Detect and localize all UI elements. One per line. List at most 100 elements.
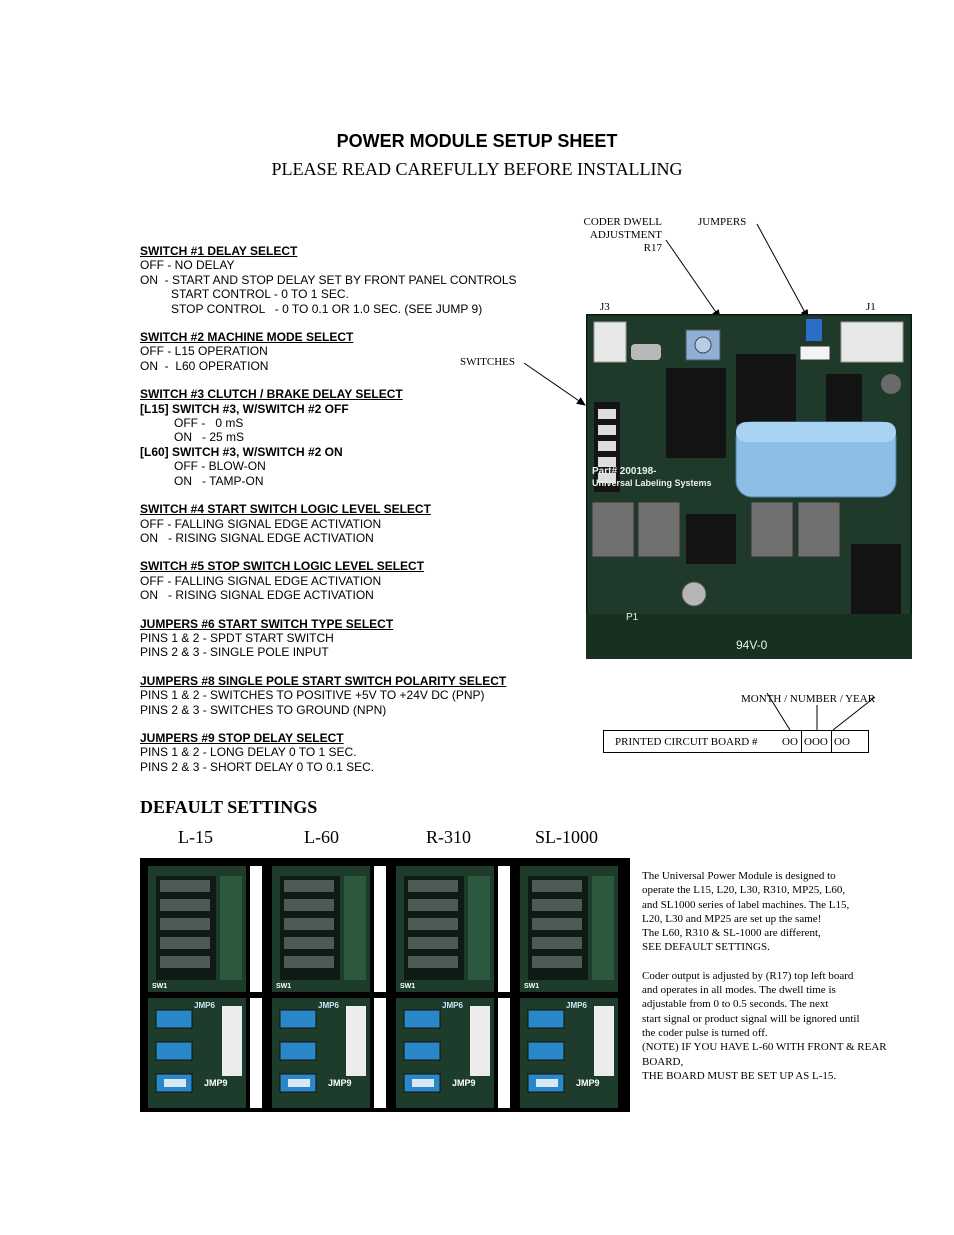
description-paragraph-1: The Universal Power Module is designed t… [642, 869, 932, 955]
jmp9-label: JMP9 [576, 1078, 600, 1088]
page-title: POWER MODULE SETUP SHEET [336, 131, 618, 151]
label-line: ADJUSTMENT [589, 229, 662, 241]
pcb-divider [831, 731, 832, 752]
jumpers-arrow [756, 223, 809, 319]
text-line: and operates in all modes. The dwell tim… [642, 984, 836, 997]
setting-line: OFF - 0 mS [174, 416, 244, 431]
coder-dwell-label: CODER DWELL ADJUSTMENT R17 [560, 216, 662, 255]
silk-company: Universal Labeling Systems [592, 478, 712, 488]
section-heading: JUMPERS #8 SINGLE POLE START SWITCH POLA… [140, 673, 507, 688]
section-heading: JUMPERS #9 STOP DELAY SELECT [140, 730, 344, 745]
switches-arrow [523, 362, 586, 406]
setting-line: PINS 2 & 3 - SINGLE POLE INPUT [140, 645, 329, 660]
page-subtitle: PLEASE READ CAREFULLY BEFORE INSTALLING [271, 159, 683, 179]
coder-arrow [665, 239, 721, 319]
setting-line: OFF - FALLING SIGNAL EDGE ACTIVATION [140, 573, 382, 588]
setting-line: PINS 2 & 3 - SWITCHES TO GROUND (NPN) [140, 702, 387, 717]
setting-line: PINS 1 & 2 - SWITCHES TO POSITIVE +5V TO… [140, 688, 485, 703]
pcb-divider [801, 731, 802, 752]
setting-line: ON - START AND STOP DELAY SET BY FRONT P… [140, 272, 517, 287]
silk-part: Part# 200198- [592, 466, 657, 477]
switch-5-section: SWITCH #5 STOP SWITCH LOGIC LEVEL SELECT… [140, 559, 560, 602]
silk-p1: P1 [626, 612, 639, 623]
text-line: L20, L30 and MP25 are set up the same! [642, 912, 822, 925]
jmp6-label: JMP6 [442, 1001, 463, 1010]
text-line: The L60, R310 & SL-1000 are different, [642, 927, 821, 940]
jumper-8-section: JUMPERS #8 SINGLE POLE START SWITCH POLA… [140, 674, 560, 717]
jmp9-label: JMP9 [204, 1078, 228, 1088]
jumper-9-section: JUMPERS #9 STOP DELAY SELECT PINS 1 & 2 … [140, 731, 560, 774]
jmp9-label: JMP9 [452, 1078, 476, 1088]
setting-line: ON - TAMP-ON [174, 473, 264, 488]
jumper-6-section: JUMPERS #6 START SWITCH TYPE SELECT PINS… [140, 617, 560, 660]
default-settings-photos: SW1 SW1 SW1 SW1 JMP6 JMP6 JMP6 JMP6 JMP9… [140, 858, 630, 1112]
setting-line: ON - RISING SIGNAL EDGE ACTIVATION [140, 588, 374, 603]
silk-code: 94V-0 [736, 638, 768, 652]
description-paragraph-2: Coder output is adjusted by (R17) top le… [642, 969, 932, 1083]
text-line: THE BOARD MUST BE SET UP AS L-15. [642, 1069, 837, 1082]
pcb-year: OO [834, 736, 850, 748]
setting-line: OFF - BLOW-ON [174, 459, 266, 474]
text-line: operate the L15, L20, L30, R310, MP25, L… [642, 884, 846, 897]
circuit-board-photo: Part# 200198- Universal Labeling Systems… [586, 314, 912, 659]
setting-line: ON - 25 mS [174, 430, 245, 445]
jumpers-label: JUMPERS [698, 216, 747, 228]
setting-line: PINS 1 & 2 - LONG DELAY 0 TO 1 SEC. [140, 745, 357, 760]
text-line: BOARD, [642, 1055, 684, 1068]
model-r310-label: R-310 [426, 827, 471, 847]
text-line: Coder output is adjusted by (R17) top le… [642, 969, 854, 982]
label-line: R17 [643, 242, 662, 254]
model-l60-label: L-60 [304, 827, 339, 847]
section-heading: SWITCH #5 STOP SWITCH LOGIC LEVEL SELECT [140, 559, 425, 574]
pcb-label: PRINTED CIRCUIT BOARD # [615, 736, 758, 748]
section-heading: SWITCH #2 MACHINE MODE SELECT [140, 330, 354, 345]
switch-1-section: SWITCH #1 DELAY SELECT OFF - NO DELAY ON… [140, 244, 560, 316]
switch-4-section: SWITCH #4 START SWITCH LOGIC LEVEL SELEC… [140, 502, 560, 545]
pcb-number: OOO [804, 736, 828, 748]
section-heading: JUMPERS #6 START SWITCH TYPE SELECT [140, 616, 394, 631]
month-number-year-label: MONTH / NUMBER / YEAR [741, 693, 876, 705]
setting-line: STOP CONTROL - 0 TO 0.1 OR 1.0 SEC. (SEE… [171, 301, 483, 316]
j1-label: J1 [866, 301, 876, 313]
jmp6-label: JMP6 [318, 1001, 339, 1010]
text-line: adjustable from 0 to 0.5 seconds. The ne… [642, 998, 829, 1011]
sw1-label: SW1 [524, 983, 539, 990]
switch-2-section: SWITCH #2 MACHINE MODE SELECT OFF - L15 … [140, 330, 560, 373]
setting-line: OFF - L15 OPERATION [140, 344, 268, 359]
model-l15-label: L-15 [178, 827, 213, 847]
jmp6-label: JMP6 [194, 1001, 215, 1010]
model-sl1000-label: SL-1000 [535, 827, 598, 847]
sw1-label: SW1 [276, 983, 291, 990]
pcb-month: OO [782, 736, 798, 748]
setting-line: OFF - NO DELAY [140, 258, 235, 273]
settings-list: SWITCH #1 DELAY SELECT OFF - NO DELAY ON… [140, 244, 560, 788]
jmp9-label: JMP9 [328, 1078, 352, 1088]
label-line: CODER DWELL [583, 216, 662, 228]
setting-line: START CONTROL - 0 TO 1 SEC. [171, 287, 349, 302]
section-heading: SWITCH #1 DELAY SELECT [140, 244, 298, 258]
switches-label: SWITCHES [460, 356, 515, 368]
month-tick [766, 692, 791, 731]
pcb-number-box: PRINTED CIRCUIT BOARD # OO OOO OO [603, 730, 869, 753]
text-line: the coder pulse is turned off. [642, 1026, 768, 1039]
setting-line: OFF - FALLING SIGNAL EDGE ACTIVATION [140, 516, 382, 531]
section-heading: SWITCH #3 CLUTCH / BRAKE DELAY SELECT [140, 387, 403, 402]
year-tick [832, 696, 876, 731]
text-line: SEE DEFAULT SETTINGS. [642, 941, 770, 954]
text-line: (NOTE) IF YOU HAVE L-60 WITH FRONT & REA… [642, 1041, 887, 1054]
text-line: and SL1000 series of label machines. The… [642, 898, 850, 911]
switch-3-section: SWITCH #3 CLUTCH / BRAKE DELAY SELECT [L… [140, 387, 560, 488]
setting-line: ON - L60 OPERATION [140, 358, 269, 373]
setting-line: ON - RISING SIGNAL EDGE ACTIVATION [140, 530, 374, 545]
j3-label: J3 [600, 301, 610, 313]
section-heading: SWITCH #4 START SWITCH LOGIC LEVEL SELEC… [140, 502, 431, 517]
description-text: The Universal Power Module is designed t… [642, 869, 932, 1097]
jmp6-label: JMP6 [566, 1001, 587, 1010]
setting-line: PINS 1 & 2 - SPDT START SWITCH [140, 630, 334, 645]
sub-heading: [L60] SWITCH #3, W/SWITCH #2 ON [140, 444, 343, 459]
setting-line: PINS 2 & 3 - SHORT DELAY 0 TO 0.1 SEC. [140, 759, 375, 774]
sub-heading: [L15] SWITCH #3, W/SWITCH #2 OFF [140, 401, 349, 416]
sw1-label: SW1 [400, 983, 415, 990]
sw1-label: SW1 [152, 983, 167, 990]
